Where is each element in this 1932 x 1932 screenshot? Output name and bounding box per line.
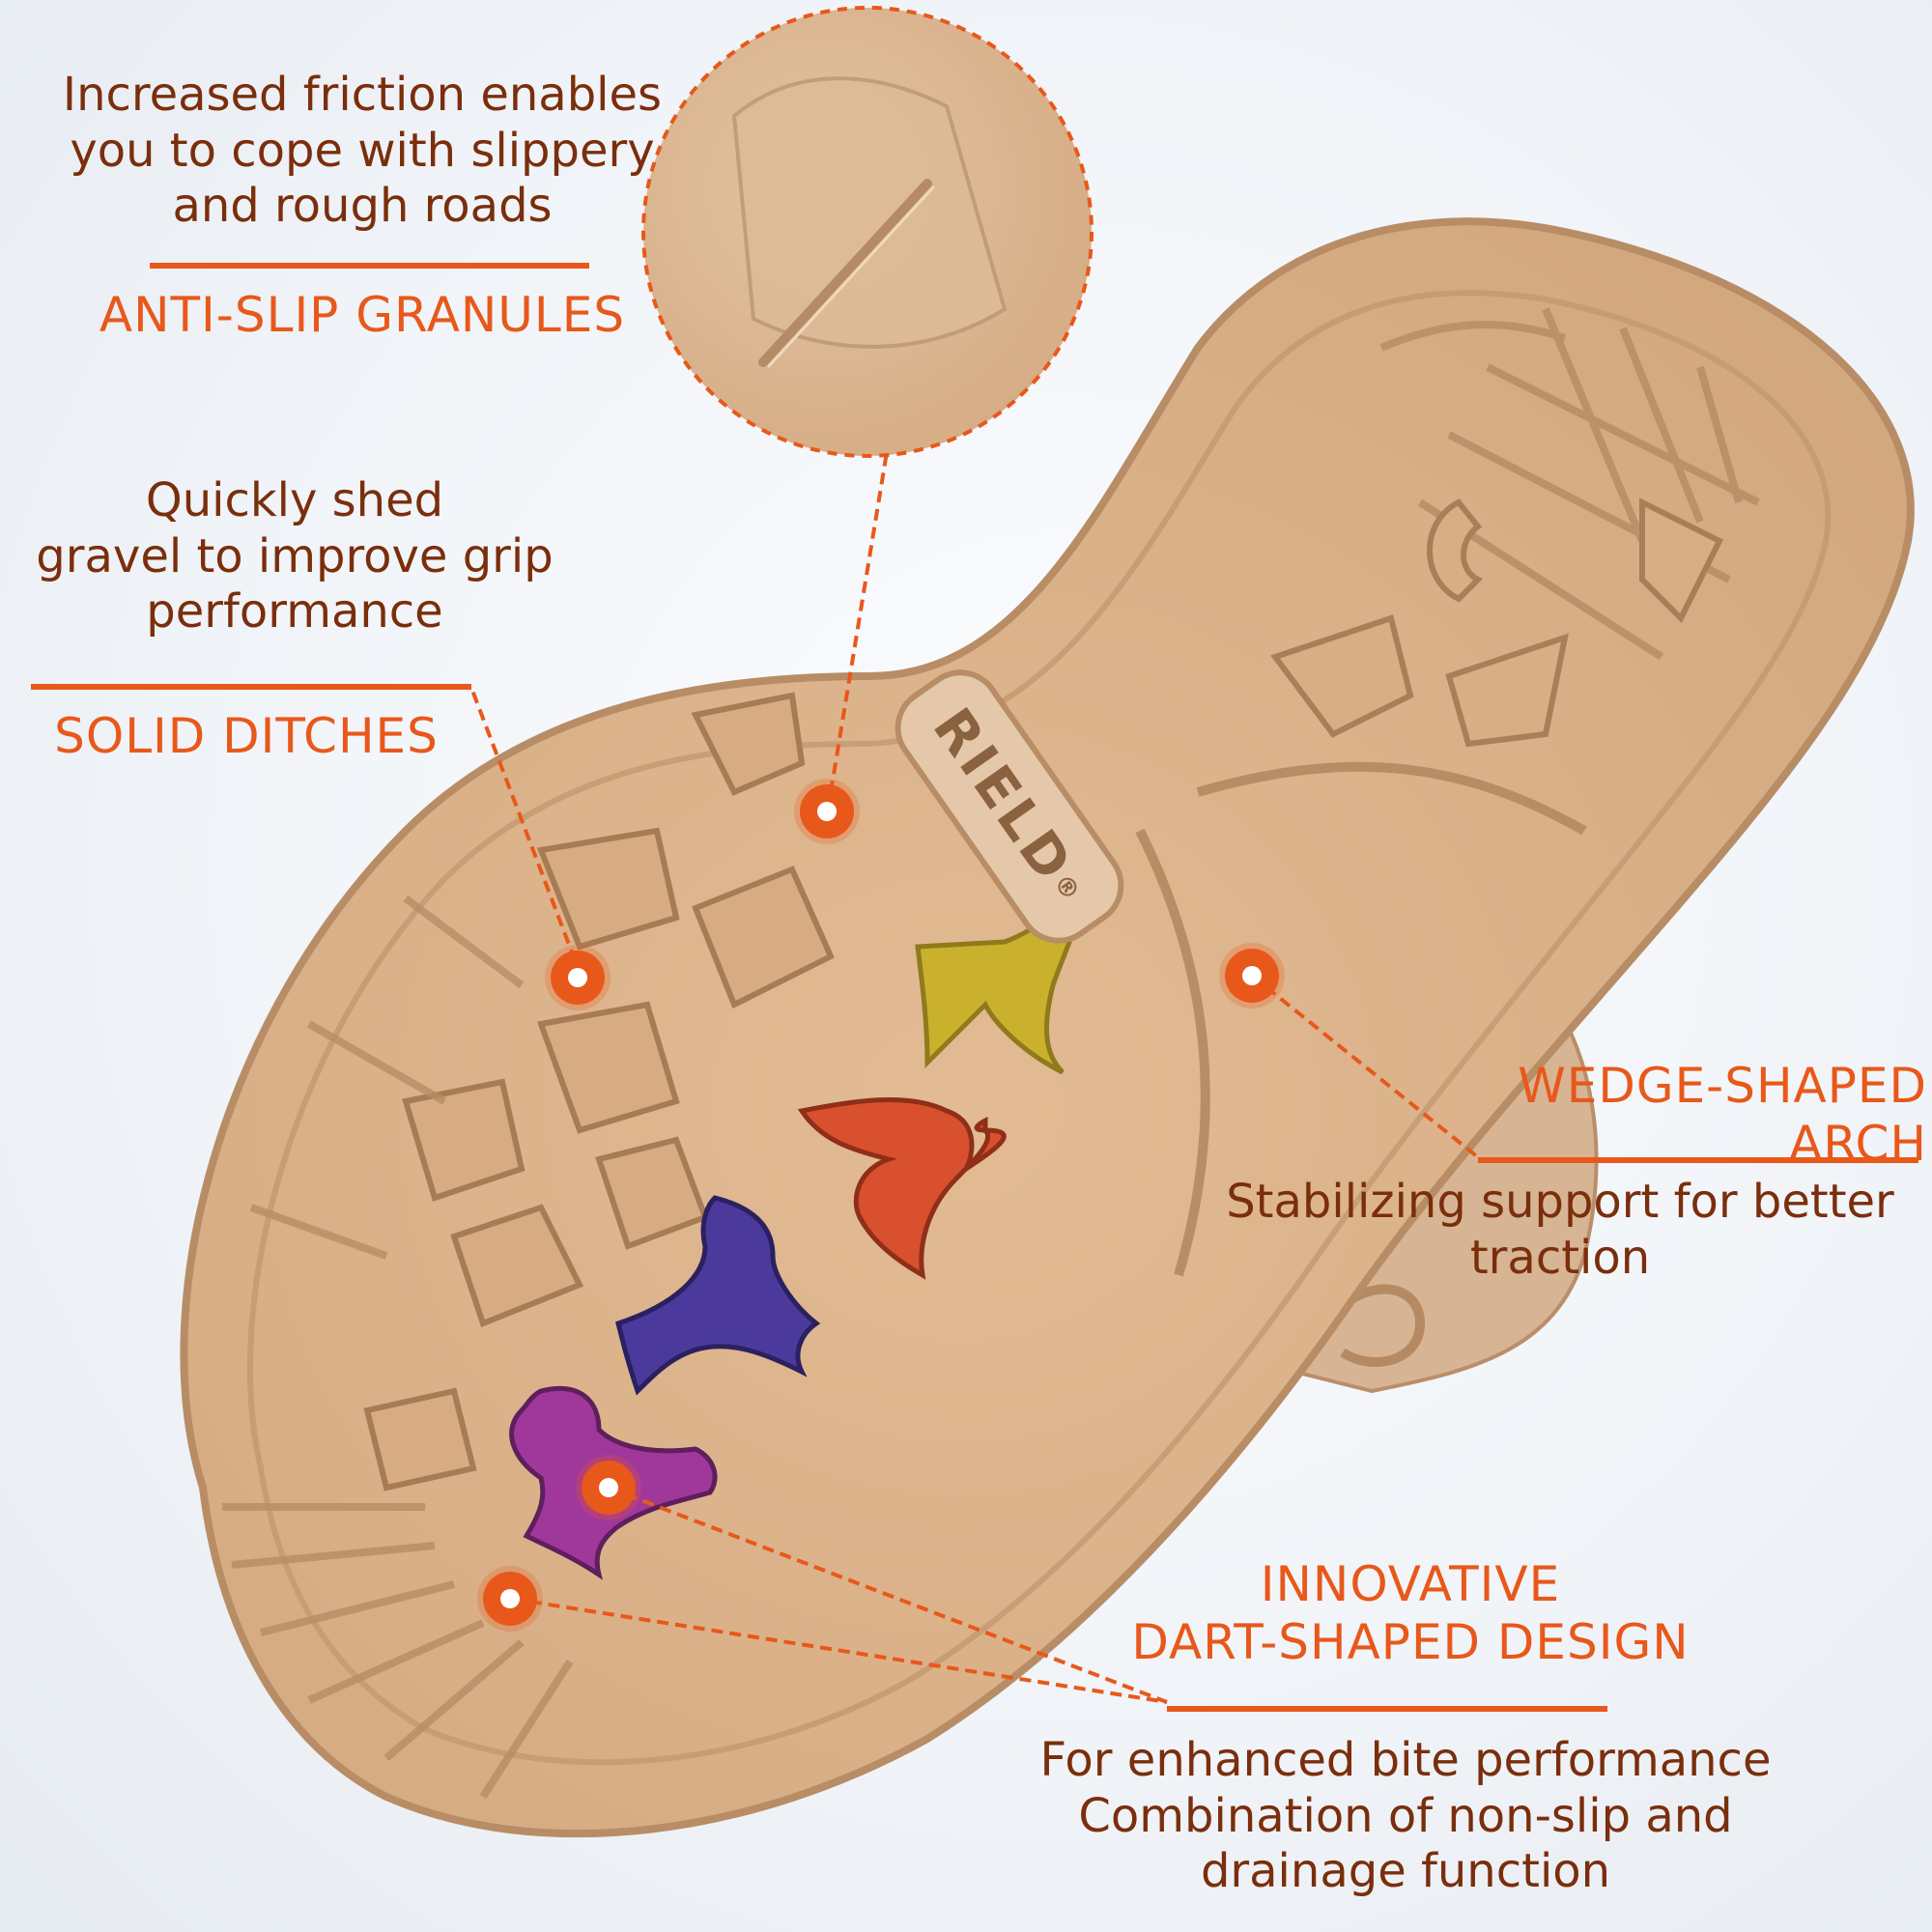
dart-design-rule	[1167, 1706, 1607, 1712]
solid-ditches-desc-line-2: gravel to improve grip	[36, 528, 554, 583]
anti-slip-rule	[150, 263, 589, 269]
blue-lug	[615, 1195, 821, 1396]
pin-wedge-arch	[1225, 949, 1279, 1003]
red-lug	[797, 1097, 1007, 1280]
pin-solid-ditches	[551, 951, 605, 1005]
wedge-arch-desc-line-1: Stabilizing support for better	[1226, 1175, 1894, 1229]
anti-slip-title: ANTI-SLIP GRANULES	[99, 287, 626, 343]
anti-slip-description: Increased friction enables you to cope w…	[29, 68, 696, 235]
pin-dart-design-1	[582, 1461, 636, 1515]
dart-design-title-line-2: DART-SHAPED DESIGN	[1131, 1614, 1690, 1670]
pin-anti-slip	[800, 784, 854, 838]
anti-slip-desc-line-1: Increased friction enables	[62, 68, 663, 122]
dart-design-title: INNOVATIVE DART-SHAPED DESIGN	[1082, 1555, 1739, 1671]
solid-ditches-rule	[31, 684, 471, 690]
wedge-arch-desc-line-2: traction	[1469, 1230, 1651, 1285]
anti-slip-desc-line-2: you to cope with slippery	[70, 123, 655, 178]
logo-plate	[895, 669, 1124, 944]
dart-design-desc-line-1: For enhanced bite performance	[1039, 1733, 1772, 1787]
pin-dart-design-2	[483, 1572, 537, 1626]
anti-slip-desc-line-3: and rough roads	[172, 179, 553, 234]
dart-design-desc-line-3: drainage function	[1200, 1844, 1611, 1899]
wedge-arch-description: Stabilizing support for better traction	[1188, 1175, 1932, 1286]
boot-buckle	[1329, 1284, 1426, 1367]
solid-ditches-description: Quickly shed gravel to improve grip perf…	[10, 473, 580, 640]
wedge-arch-title: WEDGE-SHAPED ARCH	[1518, 1058, 1927, 1172]
dart-design-description: For enhanced bite performance Combinatio…	[985, 1733, 1826, 1900]
dart-design-desc-line-2: Combination of non-slip and	[1078, 1788, 1733, 1843]
solid-ditches-desc-line-1: Quickly shed	[145, 473, 444, 527]
dart-design-title-line-1: INNOVATIVE	[1260, 1556, 1561, 1612]
solid-ditches-desc-line-3: performance	[146, 584, 443, 639]
solid-ditches-title: SOLID DITCHES	[54, 708, 439, 764]
wedge-arch-rule	[1478, 1157, 1918, 1163]
